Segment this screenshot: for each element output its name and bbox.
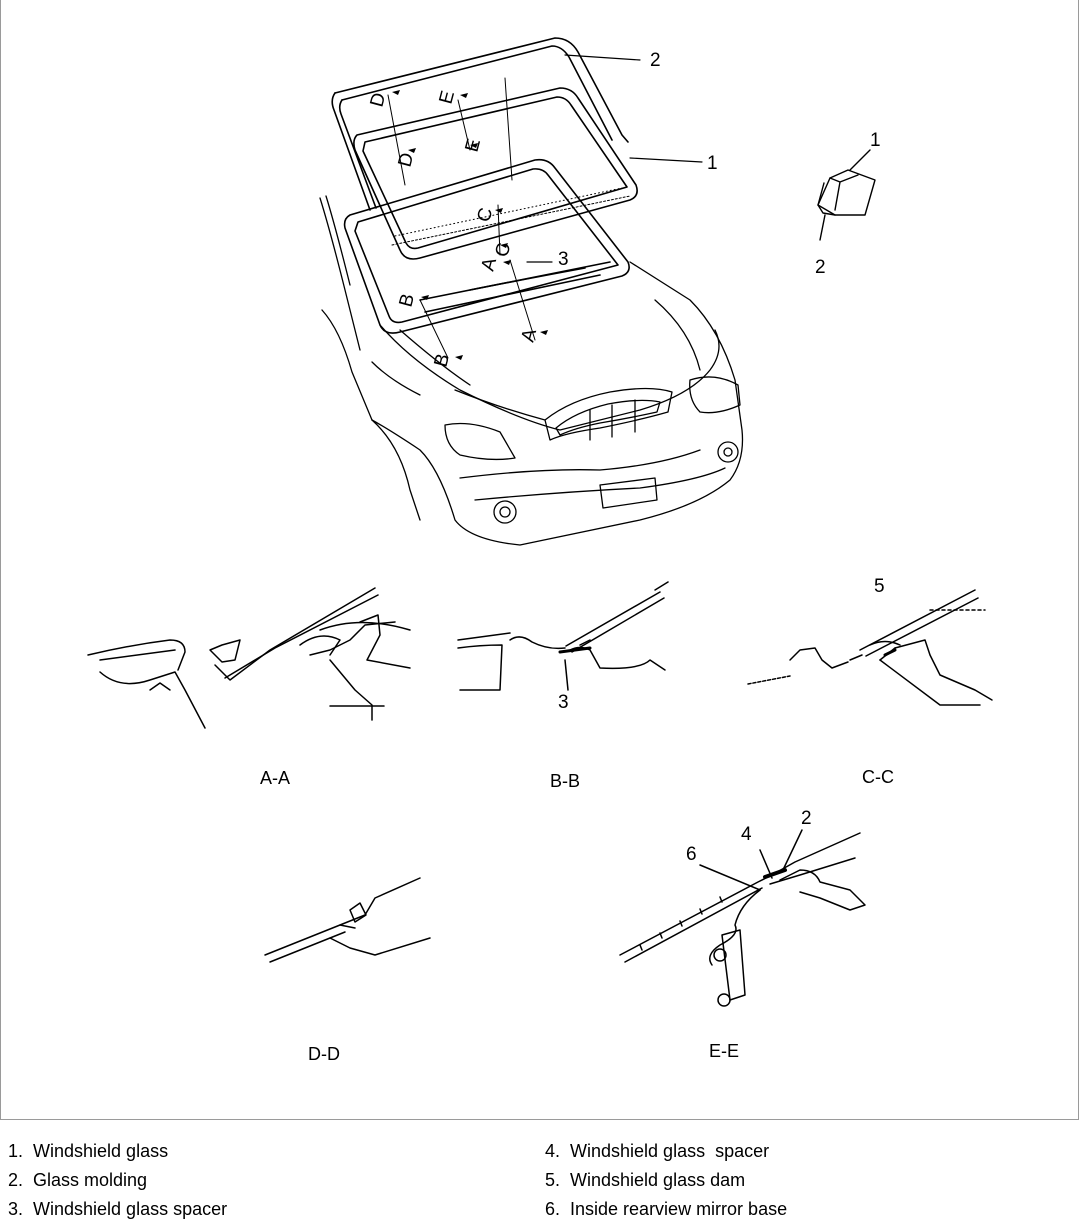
section-mark-e-top: E xyxy=(436,89,460,107)
section-e-e xyxy=(619,829,866,1007)
section-mark-a-top: A xyxy=(478,255,502,273)
legend-item-3: 3. Windshield glass spacer xyxy=(8,1199,228,1219)
diagram-frame xyxy=(0,0,1079,1120)
legend-item-1: 1. Windshield glass xyxy=(8,1141,169,1161)
callout-inset-2: 2 xyxy=(815,257,826,278)
vehicle-body xyxy=(319,195,744,546)
molding-clip-inset xyxy=(817,149,876,241)
body-opening xyxy=(343,158,630,334)
caption-section-e-e: E-E xyxy=(709,1041,739,1061)
callout-glass-molding: 2 xyxy=(650,50,661,71)
callout-windshield-glass: 1 xyxy=(707,153,718,174)
caption-section-a-a: A-A xyxy=(260,768,290,788)
leader-lines xyxy=(526,54,703,263)
callout-bb-spacer: 3 xyxy=(558,692,569,713)
section-c-c xyxy=(747,589,993,706)
section-mark-d-bottom: D xyxy=(395,151,419,170)
callout-ee-spacer: 4 xyxy=(741,824,752,845)
section-mark-c-top: C xyxy=(474,206,498,225)
callout-inset-1: 1 xyxy=(870,130,881,151)
callout-cc-dam: 5 xyxy=(874,576,885,597)
legend-item-6: 6. Inside rearview mirror base xyxy=(545,1199,788,1219)
section-cut-lines xyxy=(387,77,536,359)
callout-glass-spacer: 3 xyxy=(558,249,569,270)
legend-item-4: 4. Windshield glass spacer xyxy=(545,1141,770,1161)
callout-ee-molding: 2 xyxy=(801,808,812,829)
legend-item-2: 2. Glass molding xyxy=(8,1170,148,1190)
section-d-d xyxy=(264,877,431,963)
section-mark-a-bottom: A xyxy=(518,326,542,344)
section-mark-b-top: B xyxy=(396,292,420,310)
section-mark-c-bottom: C xyxy=(492,241,516,260)
section-mark-d-top: D xyxy=(367,91,391,110)
parts-legend: 1. Windshield glass 2. Glass molding 3. … xyxy=(0,1130,1081,1221)
windshield-exploded-diagram: 2 1 3 1 2 D D E E C C A A B B 3 5 6 4 2 … xyxy=(87,37,993,1064)
section-b-b xyxy=(457,581,669,691)
caption-section-d-d: D-D xyxy=(308,1044,340,1064)
windshield-glass xyxy=(353,87,638,260)
caption-section-b-b: B-B xyxy=(550,771,580,791)
glass-molding xyxy=(331,37,629,211)
section-mark-e-bottom: E xyxy=(462,137,486,155)
legend-item-5: 5. Windshield glass dam xyxy=(545,1170,746,1190)
section-mark-b-bottom: B xyxy=(431,352,455,370)
section-arrows xyxy=(392,90,548,360)
caption-section-c-c: C-C xyxy=(862,767,894,787)
section-a-a xyxy=(87,587,411,729)
callout-ee-mirror-base: 6 xyxy=(686,844,697,865)
